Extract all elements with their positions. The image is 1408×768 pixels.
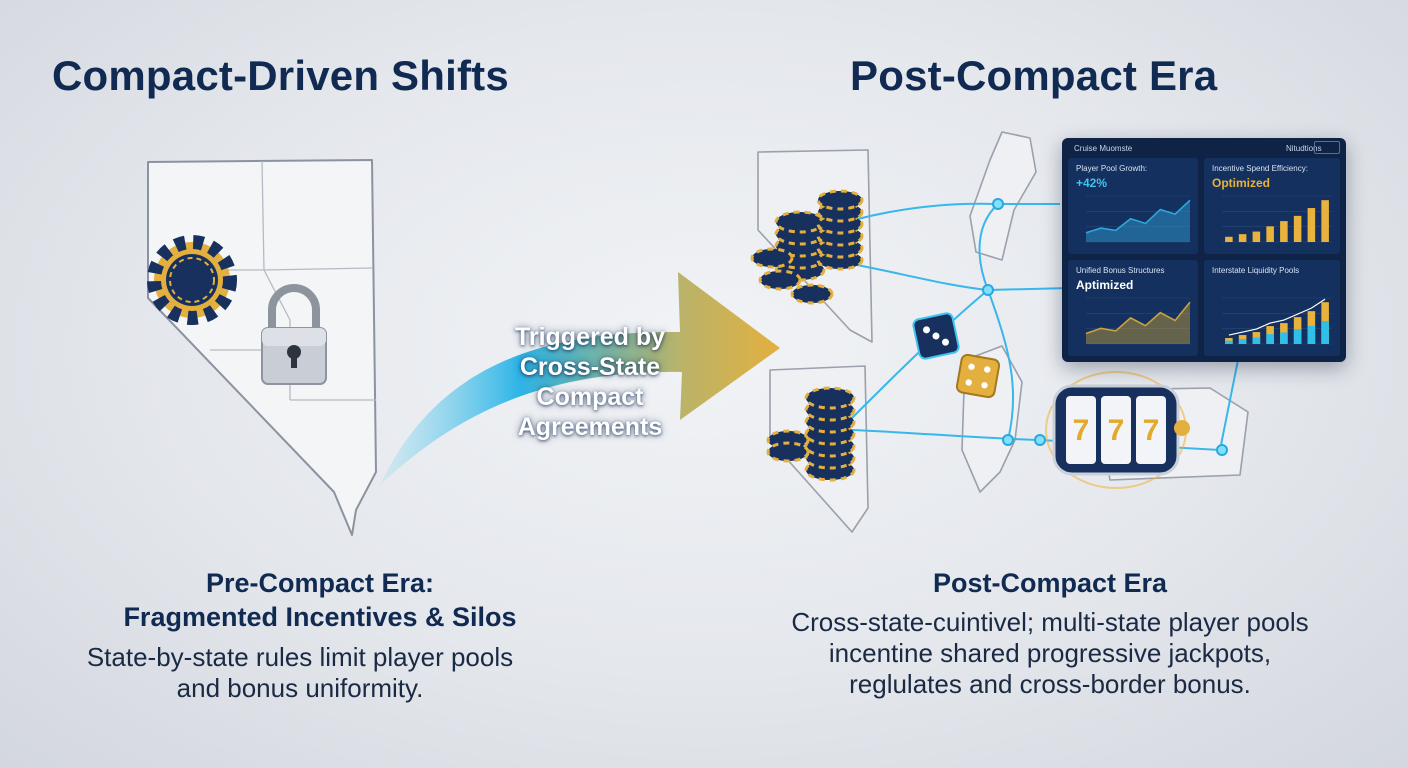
- right-title: Post-Compact Era: [850, 52, 1218, 99]
- pre-compact-map-illustration: [147, 159, 377, 536]
- trend-line: [1228, 298, 1326, 336]
- pre-compact-era-heading: Pre-Compact Era: Fragmented Incentives &…: [70, 566, 570, 634]
- panel-incentive-spend-efficiency: Incentive Spend Efficiency: Optimized: [1204, 158, 1340, 254]
- dashboard-header-button[interactable]: [1314, 141, 1340, 154]
- bar: [1238, 234, 1247, 242]
- bar-segment: [1238, 339, 1247, 344]
- panel-title: Incentive Spend Efficiency:: [1212, 164, 1308, 173]
- post-compact-desc-line-1: Cross-state-cuintivel; multi-state playe…: [791, 607, 1309, 637]
- arrow-label-line-2: Cross-State: [519, 353, 661, 381]
- area-line: [1085, 199, 1191, 234]
- pre-compact-desc-line-2: and bonus uniformity.: [176, 673, 424, 703]
- analytics-dashboard: Cruise Muomste Nitudtions Player Pool Gr…: [1062, 138, 1346, 362]
- arrow-label-line-4: Agreements: [517, 413, 663, 441]
- padlock-icon: [261, 284, 327, 385]
- post-compact-era-heading: Post-Compact Era: [932, 568, 1168, 598]
- gold-dice-icon: [955, 353, 1001, 399]
- chip-stack-icon-2: [766, 386, 856, 482]
- panel-chart: [1085, 195, 1191, 243]
- bar: [1225, 236, 1233, 242]
- bar: [1266, 226, 1274, 242]
- bar: [1293, 215, 1302, 242]
- post-compact-network-illustration: 7 7 7: [750, 131, 1249, 533]
- bar-segment: [1225, 340, 1233, 344]
- transition-arrow: [380, 272, 780, 485]
- bar: [1321, 200, 1329, 242]
- post-compact-desc-line-2: incentine shared progressive jackpots,: [828, 638, 1272, 668]
- pre-compact-era-heading-line-2: Fragmented Incentives & Silos: [123, 602, 517, 632]
- blue-dice-icon: [912, 312, 960, 360]
- area-fill: [1086, 302, 1190, 344]
- bar-segment: [1252, 337, 1261, 344]
- area-line: [1085, 301, 1191, 335]
- post-compact-era-description: Cross-state-cuintivel; multi-state playe…: [730, 607, 1370, 700]
- panel-title: Unified Bonus Structures: [1076, 266, 1165, 275]
- bar-segment: [1293, 329, 1302, 344]
- panel-unified-bonus-structures: Unified Bonus Structures Aptimized: [1068, 260, 1198, 356]
- slot-machine-reel-icon: 7 7 7: [1045, 371, 1190, 489]
- arrow-label-line-1: Triggered by: [514, 323, 666, 351]
- panel-chart: [1085, 297, 1191, 345]
- panel-player-pool-growth: Player Pool Growth: +42%: [1068, 158, 1198, 254]
- arrow-label: Triggered by Cross-State Compact Agreeme…: [470, 322, 710, 442]
- bar-segment: [1266, 334, 1274, 344]
- bar-segment: [1321, 321, 1329, 344]
- dashboard-header-title: Cruise Muomste: [1074, 144, 1133, 153]
- post-compact-desc-line-3: reglulates and cross-border bonus.: [849, 669, 1251, 699]
- left-title: Compact-Driven Shifts: [52, 52, 509, 99]
- svg-text:7: 7: [1073, 414, 1090, 447]
- pre-compact-era-heading-line-1: Pre-Compact Era:: [205, 568, 435, 598]
- arrow-label-line-3: Compact: [536, 383, 644, 411]
- bar: [1252, 231, 1261, 242]
- svg-text:7: 7: [1108, 414, 1125, 447]
- poker-chip-icon: [147, 235, 237, 325]
- bar: [1307, 208, 1316, 242]
- panel-value: Optimized: [1212, 176, 1271, 190]
- panel-chart: [1222, 195, 1332, 243]
- dashboard-header-menu[interactable]: Nitudtions: [1286, 144, 1322, 153]
- state-outline-east-1: [969, 131, 1037, 261]
- pre-compact-era-description: State-by-state rules limit player pools …: [20, 642, 580, 704]
- panel-value: +42%: [1076, 176, 1108, 190]
- panel-chart: [1222, 297, 1332, 345]
- chip-stack-icon: [750, 189, 864, 305]
- panel-title: Player Pool Growth:: [1076, 164, 1148, 173]
- bar: [1280, 221, 1288, 242]
- bar-segment: [1280, 332, 1288, 344]
- panel-value: Aptimized: [1076, 278, 1134, 292]
- panel-interstate-liquidity-pools: Interstate Liquidity Pools: [1204, 260, 1340, 356]
- svg-text:7: 7: [1143, 414, 1160, 447]
- panel-title: Interstate Liquidity Pools: [1212, 266, 1300, 275]
- bar-segment: [1307, 325, 1316, 344]
- pre-compact-desc-line-1: State-by-state rules limit player pools: [86, 642, 514, 672]
